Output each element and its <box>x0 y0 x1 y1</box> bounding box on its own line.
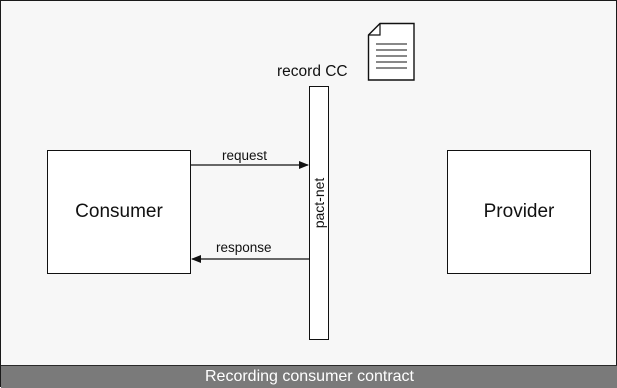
record-cc-label: record CC <box>277 63 348 80</box>
document-icon <box>367 22 415 81</box>
request-label: request <box>222 148 268 163</box>
pact-net-proxy-bar <box>309 86 329 340</box>
provider-label: Provider <box>483 201 555 222</box>
consumer-label: Consumer <box>75 201 163 222</box>
caption-text: Recording consumer contract <box>205 368 414 385</box>
caption-bar: Recording consumer contract <box>1 365 617 388</box>
provider-box: Provider <box>447 150 591 274</box>
response-label: response <box>216 240 272 255</box>
consumer-box: Consumer <box>47 150 191 274</box>
